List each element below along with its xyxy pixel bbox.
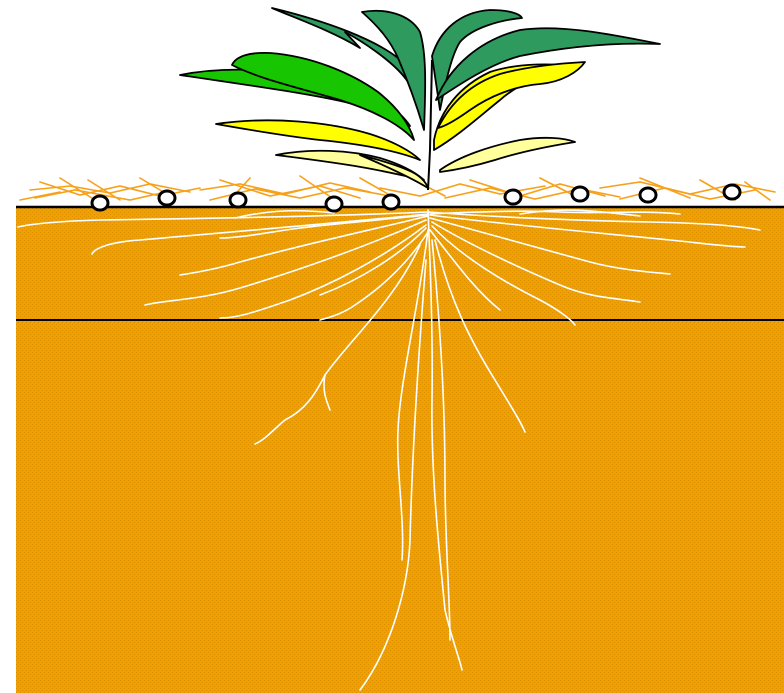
leaf-pale-yellow-1 — [276, 151, 424, 180]
nodule — [92, 196, 108, 210]
plant-leaves — [180, 8, 660, 188]
leaf-pale-yellow-2 — [440, 138, 575, 172]
nodule — [572, 187, 588, 201]
subsoil-layer — [16, 321, 784, 693]
nodule — [230, 193, 246, 207]
plant-stem — [428, 60, 432, 190]
nodule — [724, 185, 740, 199]
nodule — [505, 190, 521, 204]
nodule — [640, 188, 656, 202]
topsoil-layer — [16, 207, 784, 321]
nodule — [159, 191, 175, 205]
nodule — [326, 197, 342, 211]
nodule — [383, 195, 399, 209]
